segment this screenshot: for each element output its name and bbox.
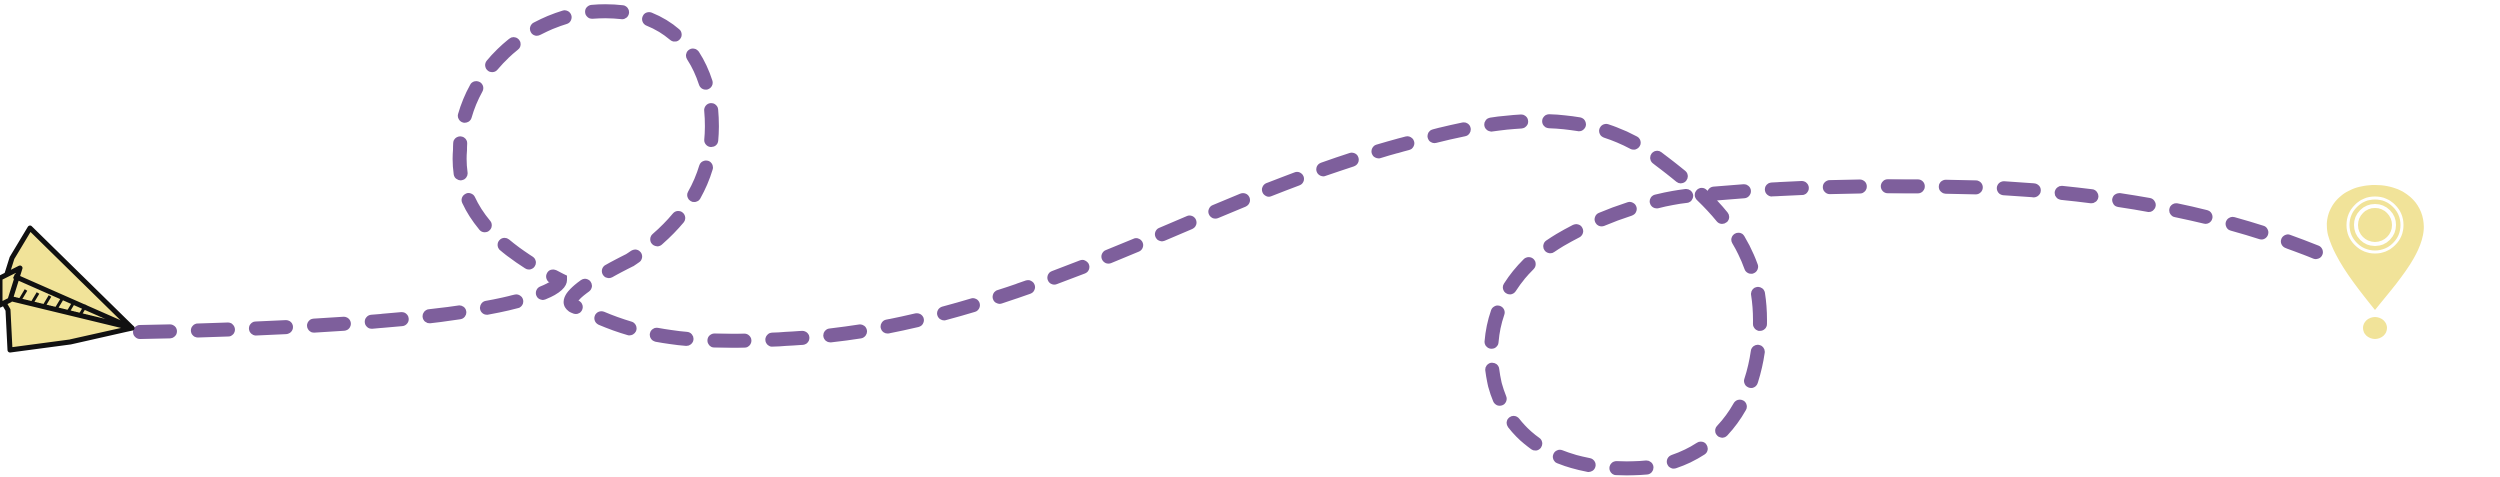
plane-hatch-line (78, 304, 88, 316)
pin-body (2326, 185, 2424, 310)
plane-hatch-line (66, 301, 76, 313)
plane-hatch-line (18, 289, 28, 301)
dashed-flight-path (133, 4, 2337, 476)
pin-center-ring-inner (2354, 204, 2396, 246)
plane-hatch-line (30, 292, 40, 304)
pin-ground-dot (2363, 317, 2387, 339)
paper-plane-icon (0, 225, 135, 353)
location-pin-icon (2326, 185, 2424, 339)
plane-hatch-line (42, 295, 52, 307)
plane-bottom-wing (0, 293, 135, 353)
pin-center-ring (2346, 196, 2404, 254)
plane-hatch-line (54, 298, 64, 310)
